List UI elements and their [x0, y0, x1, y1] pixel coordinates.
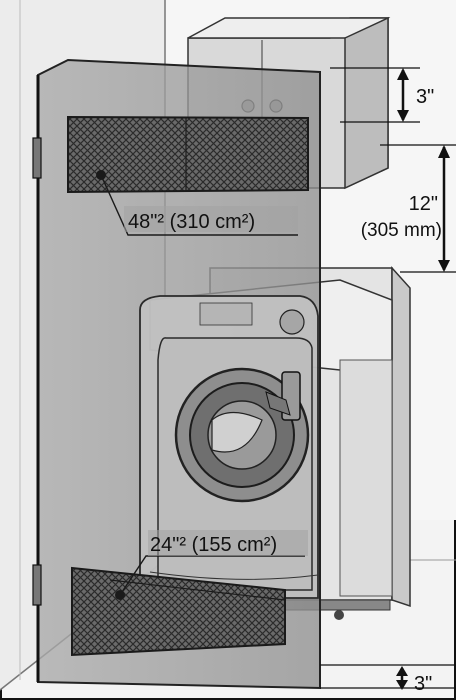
- door-hinge-top: [32, 137, 42, 179]
- dimension-top: [330, 67, 420, 123]
- dimension-cabinet: [380, 144, 456, 273]
- lower-vent: [71, 555, 305, 657]
- bottom-gap-label: 3": [414, 673, 432, 695]
- lower-vent-area-label: 24"² (155 cm²): [150, 534, 277, 556]
- top-gap-label: 3": [416, 86, 434, 108]
- washer-front: [139, 295, 319, 599]
- upper-vent: [67, 115, 309, 236]
- door-hinge-bottom: [32, 564, 42, 606]
- dimension-bottom: [320, 664, 456, 690]
- dial-icon: [279, 309, 305, 335]
- closet-door: [32, 58, 321, 690]
- cabinet-gap-mm-label: (305 mm): [361, 220, 442, 241]
- cabinet-gap-label: 12": [409, 193, 438, 215]
- upper-vent-area-label: 48"² (310 cm²): [128, 211, 255, 233]
